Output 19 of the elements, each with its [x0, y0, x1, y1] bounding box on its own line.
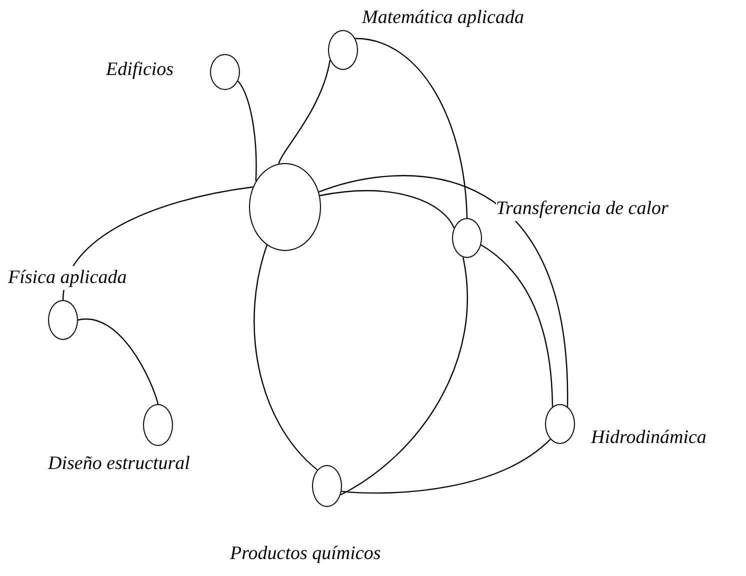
circle-node — [452, 218, 482, 258]
circle-node — [312, 465, 342, 507]
circle-node — [328, 30, 358, 70]
connector-line — [238, 80, 257, 182]
connector-line — [318, 175, 568, 407]
connector-line — [278, 60, 331, 164]
connector-line — [78, 318, 159, 404]
connector-line — [341, 438, 551, 494]
connector-line — [355, 38, 468, 218]
circle-node — [143, 404, 173, 446]
connector-line — [480, 244, 554, 407]
connector-line — [254, 244, 318, 470]
connector-line — [320, 190, 455, 228]
connector-line — [340, 257, 468, 496]
circle-node — [210, 54, 240, 90]
circle-node — [48, 300, 78, 340]
connector-line — [62, 186, 254, 300]
node-caption: Física aplicada — [8, 266, 127, 290]
circle-node — [545, 404, 575, 444]
